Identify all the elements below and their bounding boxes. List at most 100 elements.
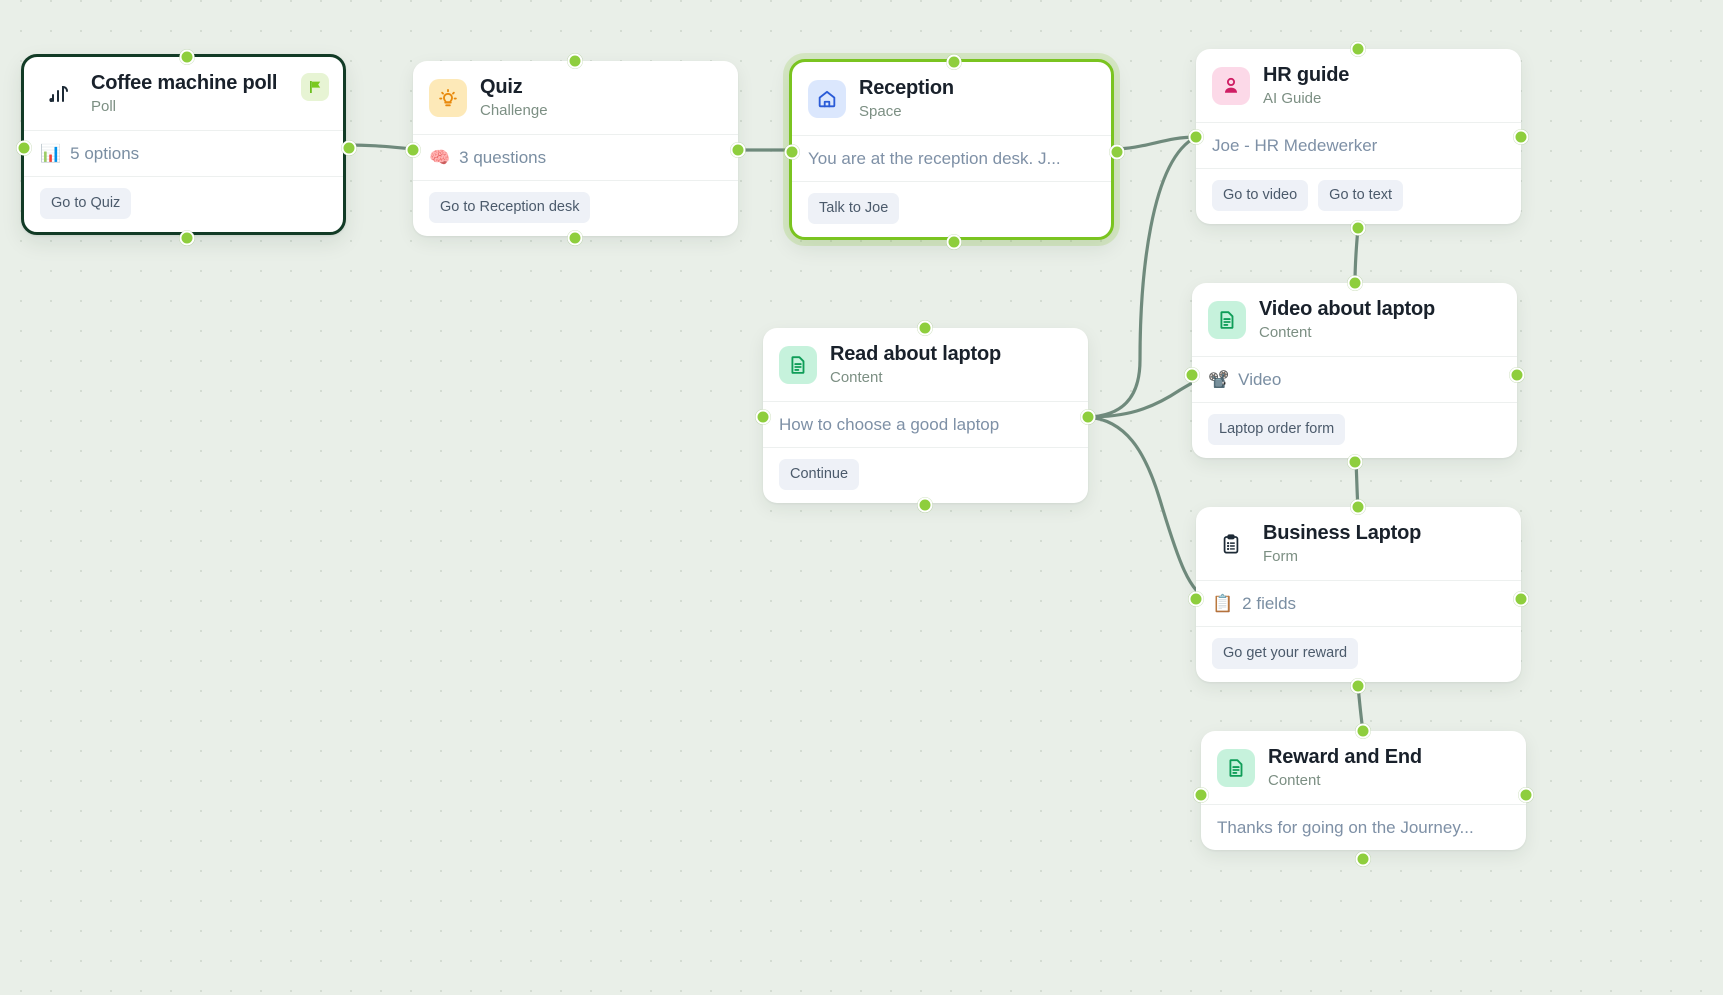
- node-read-about-laptop[interactable]: Read about laptop Content How to choose …: [755, 320, 1096, 513]
- action-chip[interactable]: Go to text: [1318, 180, 1404, 211]
- node-title: HR guide: [1263, 64, 1350, 86]
- divider: [1196, 121, 1521, 123]
- handle-right[interactable]: [341, 140, 357, 156]
- handle-left[interactable]: [1193, 787, 1209, 803]
- node-detail-text: 2 fields: [1242, 593, 1297, 613]
- divider: [1196, 626, 1521, 628]
- handle-bottom[interactable]: [946, 234, 962, 250]
- node-video-about-laptop[interactable]: Video about laptop Content 📽️ Video Lapt…: [1184, 275, 1525, 470]
- action-chip[interactable]: Talk to Joe: [808, 193, 900, 224]
- divider: [1196, 579, 1521, 581]
- node-subtitle: Content: [830, 369, 883, 387]
- node-subtitle: Form: [1263, 548, 1298, 566]
- node-detail-row: Joe - HR Medewerker: [1196, 123, 1521, 168]
- handle-left[interactable]: [755, 409, 771, 425]
- node-title-block: Read about laptop Content: [830, 342, 1001, 388]
- action-chip[interactable]: Go to video: [1212, 180, 1309, 211]
- handle-bottom[interactable]: [1347, 454, 1363, 470]
- handle-right[interactable]: [730, 142, 746, 158]
- node-detail-text: Joe - HR Medewerker: [1212, 135, 1378, 155]
- bar-chart-icon: [40, 75, 78, 113]
- node-header: HR guide AI Guide: [1196, 49, 1521, 122]
- node-reception[interactable]: Reception Space You are at the reception…: [784, 54, 1125, 250]
- node-actions: Go to video Go to text: [1196, 169, 1521, 224]
- node-detail-text: 3 questions: [459, 147, 547, 167]
- handle-bottom[interactable]: [917, 497, 933, 513]
- node-detail-row: How to choose a good laptop: [763, 402, 1088, 447]
- node-reward-and-end[interactable]: Reward and End Content Thanks for going …: [1193, 723, 1534, 867]
- divider: [24, 176, 343, 178]
- handle-left[interactable]: [16, 140, 32, 156]
- divider: [1196, 168, 1521, 170]
- home-icon: [808, 79, 846, 118]
- node-title: Video about laptop: [1259, 298, 1436, 320]
- lightbulb-icon: [429, 78, 467, 117]
- handle-bottom[interactable]: [1350, 678, 1366, 694]
- edge-reception-to-hrguide: [1111, 135, 1198, 151]
- node-coffee-machine-poll[interactable]: Coffee machine poll Poll 📊 5 options Go …: [16, 49, 357, 246]
- handle-left[interactable]: [1184, 367, 1200, 383]
- handle-right[interactable]: [1109, 144, 1125, 160]
- node-subtitle: AI Guide: [1263, 90, 1322, 108]
- node-header: Quiz Challenge: [413, 61, 738, 134]
- brain-emoji: 🧠: [429, 148, 451, 168]
- node-detail-text: You are at the reception desk. J...: [808, 148, 1061, 168]
- action-chip[interactable]: Go get your reward: [1212, 638, 1359, 669]
- handle-top[interactable]: [179, 49, 195, 65]
- handle-left[interactable]: [405, 142, 421, 158]
- node-detail-row: 📊 5 options: [24, 131, 343, 176]
- node-header: Reward and End Content: [1201, 731, 1526, 804]
- node-detail-text: Video: [1238, 369, 1282, 389]
- divider: [763, 447, 1088, 449]
- handle-right[interactable]: [1513, 129, 1529, 145]
- document-icon: [1217, 748, 1255, 787]
- handle-top[interactable]: [917, 320, 933, 336]
- clipboard-emoji: 📋: [1212, 594, 1234, 614]
- handle-left[interactable]: [1188, 129, 1204, 145]
- node-title-block: Quiz Challenge: [480, 75, 548, 121]
- clipboard-icon: [1212, 525, 1250, 563]
- handle-bottom[interactable]: [567, 230, 583, 246]
- handle-left[interactable]: [1188, 591, 1204, 607]
- node-detail-row: Thanks for going on the Journey...: [1201, 805, 1526, 850]
- handle-bottom[interactable]: [1355, 851, 1371, 867]
- handle-top[interactable]: [946, 54, 962, 70]
- node-detail-text: How to choose a good laptop: [779, 414, 1000, 434]
- handle-right[interactable]: [1080, 409, 1096, 425]
- handle-top[interactable]: [1355, 723, 1371, 739]
- divider: [1192, 402, 1517, 404]
- handle-top[interactable]: [1347, 275, 1363, 291]
- document-icon: [1208, 300, 1246, 339]
- action-chip[interactable]: Go to Quiz: [40, 188, 132, 219]
- node-detail-row: 🧠 3 questions: [413, 135, 738, 180]
- handle-top[interactable]: [1350, 41, 1366, 57]
- node-title: Reward and End: [1268, 746, 1422, 768]
- node-quiz[interactable]: Quiz Challenge 🧠 3 questions Go to Recep…: [405, 53, 746, 246]
- action-chip[interactable]: Laptop order form: [1208, 414, 1346, 445]
- action-chip[interactable]: Continue: [779, 459, 860, 490]
- node-business-laptop[interactable]: Business Laptop Form 📋 2 fields Go get y…: [1188, 499, 1529, 694]
- node-title-block: Business Laptop Form: [1263, 521, 1421, 567]
- node-actions: Laptop order form: [1192, 403, 1517, 458]
- handle-right[interactable]: [1509, 367, 1525, 383]
- node-hr-guide[interactable]: HR guide AI Guide Joe - HR Medewerker Go…: [1188, 41, 1529, 236]
- handle-left[interactable]: [784, 144, 800, 160]
- handle-top[interactable]: [1350, 499, 1366, 515]
- handle-top[interactable]: [567, 53, 583, 69]
- handle-bottom[interactable]: [179, 230, 195, 246]
- handle-bottom[interactable]: [1350, 220, 1366, 236]
- node-title-block: Video about laptop Content: [1259, 297, 1435, 343]
- node-actions: Continue: [763, 448, 1088, 503]
- handle-right[interactable]: [1518, 787, 1534, 803]
- handle-right[interactable]: [1513, 591, 1529, 607]
- node-title-block: HR guide AI Guide: [1263, 63, 1349, 109]
- node-detail-row: 📽️ Video: [1192, 357, 1517, 402]
- projector-emoji: 📽️: [1208, 370, 1230, 390]
- node-subtitle: Space: [859, 103, 902, 121]
- node-subtitle: Content: [1268, 772, 1321, 790]
- action-chip[interactable]: Go to Reception desk: [429, 192, 591, 223]
- node-detail-text: Thanks for going on the Journey...: [1217, 817, 1474, 837]
- start-flag-icon[interactable]: [301, 73, 329, 101]
- node-subtitle: Poll: [91, 98, 117, 116]
